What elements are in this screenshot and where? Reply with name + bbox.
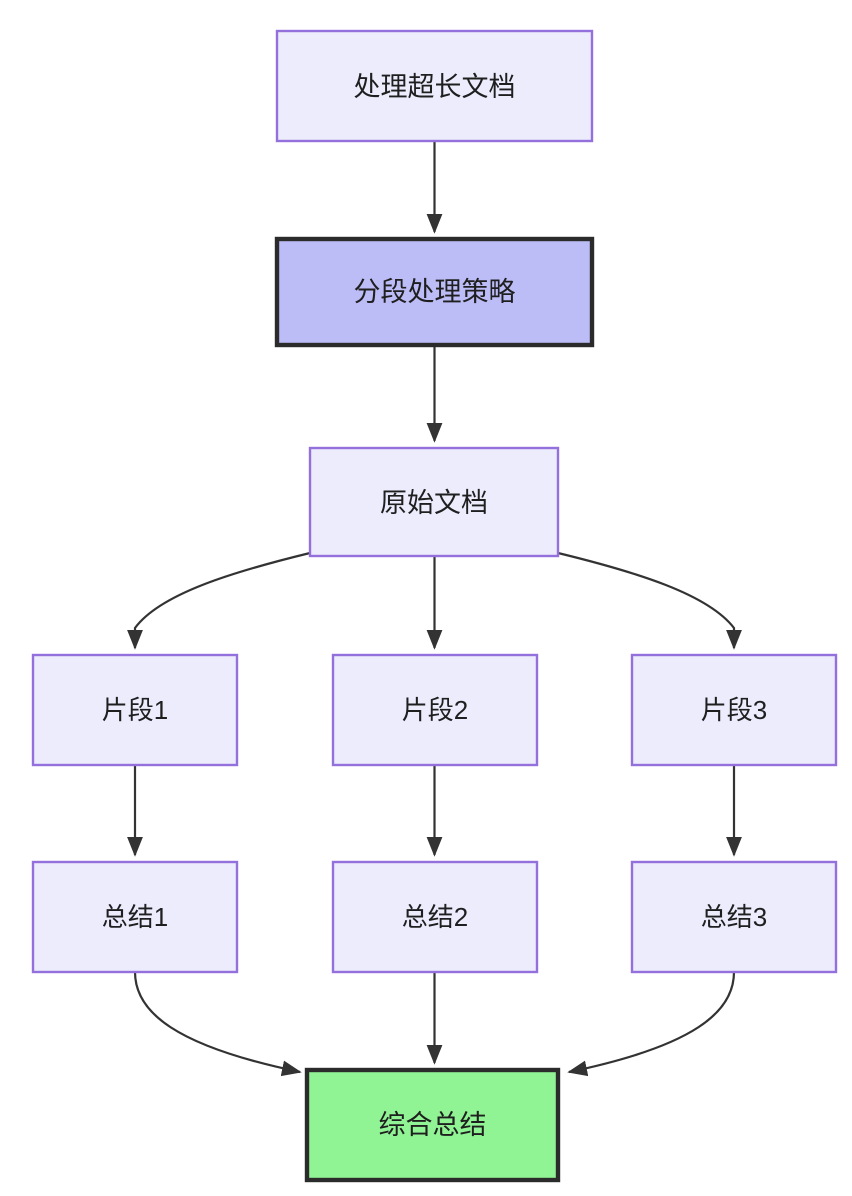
node-strategy-box[interactable]: [274, 236, 595, 348]
node-sum1-label: 总结1: [102, 902, 168, 932]
node-chunk1-label: 片段1: [102, 695, 168, 725]
node-start-box[interactable]: [275, 29, 594, 143]
node-start-label: 处理超长文档: [354, 72, 516, 102]
node-sum1[interactable]: 总结1: [31, 860, 239, 974]
node-chunk1[interactable]: 片段1: [31, 653, 239, 767]
node-sum3-label: 总结3: [701, 902, 767, 932]
node-final-box[interactable]: [304, 1067, 561, 1183]
node-sum1-box[interactable]: [31, 860, 239, 974]
node-chunk3-box[interactable]: [630, 653, 838, 767]
node-strategy-label: 分段处理策略: [354, 277, 516, 307]
node-chunk3-label: 片段3: [701, 695, 767, 725]
node-chunk2-label: 片段2: [402, 695, 468, 725]
node-final-label: 综合总结: [379, 1110, 487, 1140]
node-source-box[interactable]: [308, 446, 560, 558]
node-chunk1-box[interactable]: [31, 653, 239, 767]
node-strategy[interactable]: 分段处理策略: [274, 236, 595, 348]
node-start[interactable]: 处理超长文档: [275, 29, 594, 143]
node-sum2-box[interactable]: [331, 860, 539, 974]
node-sum2[interactable]: 总结2: [331, 860, 539, 974]
edges-layer: [127, 141, 742, 1077]
node-final[interactable]: 综合总结: [304, 1067, 561, 1183]
edge-source-to-chunk1: [127, 551, 311, 650]
nodes-layer: 处理超长文档 分段处理策略 原始文档 片段1 片段2 片段3: [31, 29, 838, 1183]
node-chunk2[interactable]: 片段2: [331, 653, 539, 767]
node-chunk3[interactable]: 片段3: [630, 653, 838, 767]
edge-source-to-chunk3: [557, 551, 742, 650]
node-sum3[interactable]: 总结3: [630, 860, 838, 974]
edge-sum1-to-final: [133, 971, 302, 1077]
node-sum2-label: 总结2: [402, 902, 468, 932]
node-sum3-box[interactable]: [630, 860, 838, 974]
node-source-label: 原始文档: [380, 488, 488, 518]
edge-sum3-to-final: [567, 971, 736, 1077]
node-source[interactable]: 原始文档: [308, 446, 560, 558]
node-chunk2-box[interactable]: [331, 653, 539, 767]
